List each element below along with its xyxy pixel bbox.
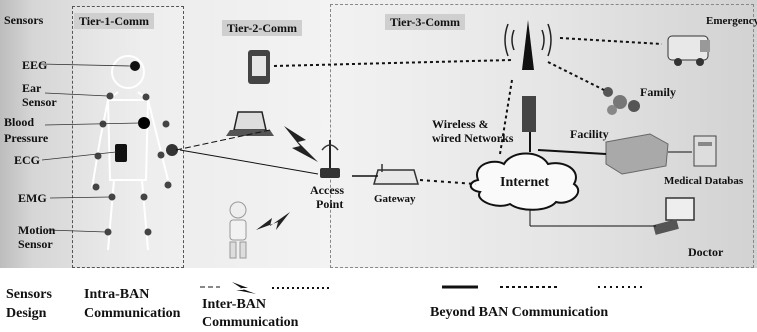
- database-icon: [693, 135, 717, 167]
- legend-intra-ban-2: Communication: [84, 306, 181, 321]
- gateway-icon: [373, 164, 419, 185]
- phone-device-icon: [248, 50, 270, 84]
- sensors-heading: Sensors: [4, 13, 44, 27]
- internet-cloud-icon: [469, 152, 580, 211]
- tier1-region: [72, 6, 184, 268]
- access-point-label-2: Point: [316, 197, 344, 211]
- facility-icon: [605, 133, 669, 175]
- emergency-label: Emergency: [706, 15, 757, 27]
- connection-lines: [175, 37, 692, 227]
- tier3-label: Tier-3-Comm: [385, 14, 465, 30]
- body-sensor-nodes: [92, 61, 178, 236]
- ecg-label: ECG: [14, 153, 41, 167]
- motion-sensor-label-2: Sensor: [18, 237, 53, 251]
- sensor-panel-background: [0, 0, 330, 268]
- tier2-label: Tier-2-Comm: [222, 20, 302, 36]
- legend-inter-ban-2: Communication: [202, 315, 299, 330]
- legend-inter-ban-1: Inter-BAN: [202, 297, 267, 312]
- eeg-label: EEG: [22, 58, 48, 72]
- wireless-networks-label-2: wired Networks: [432, 131, 514, 145]
- medical-database-label: Medical Databas: [664, 175, 744, 187]
- facility-label: Facility: [570, 127, 609, 141]
- doctor-computer-icon: [653, 197, 695, 235]
- legend-sensors-design-2: Design: [6, 306, 47, 321]
- tier1-label: Tier-1-Comm: [74, 13, 154, 29]
- legend-sensors-design-1: Sensors: [6, 287, 52, 302]
- cell-tower-icon: [504, 20, 552, 132]
- tier3-region: [330, 4, 754, 268]
- legend-beyond-ban: Beyond BAN Communication: [430, 305, 609, 320]
- family-label: Family: [640, 85, 676, 99]
- motion-sensor-label-1: Motion: [18, 223, 56, 237]
- doctor-label: Doctor: [688, 245, 724, 259]
- blood-pressure-label-1: Blood: [4, 115, 35, 129]
- legend-symbols: [200, 282, 642, 294]
- access-point-icon: [320, 140, 340, 178]
- ambulance-icon: [667, 35, 710, 66]
- blood-pressure-label-2: Pressure: [4, 131, 49, 145]
- ear-sensor-label-1: Ear: [22, 81, 42, 95]
- laptop-icon: [226, 111, 274, 136]
- internet-label: Internet: [500, 175, 549, 190]
- ear-sensor-label-2: Sensor: [22, 95, 57, 109]
- legend-intra-ban-1: Intra-BAN: [84, 287, 150, 302]
- gateway-label: Gateway: [374, 193, 416, 205]
- access-point-label-1: Access: [310, 183, 344, 197]
- sensor-leader-lines: [39, 63, 141, 233]
- family-icon: [603, 87, 640, 115]
- wireless-bolt-icons: [256, 126, 318, 230]
- human-body-icon: [91, 55, 169, 251]
- emg-label: EMG: [18, 191, 47, 205]
- wireless-networks-label-1: Wireless &: [432, 117, 489, 131]
- robot-icon: [229, 201, 247, 259]
